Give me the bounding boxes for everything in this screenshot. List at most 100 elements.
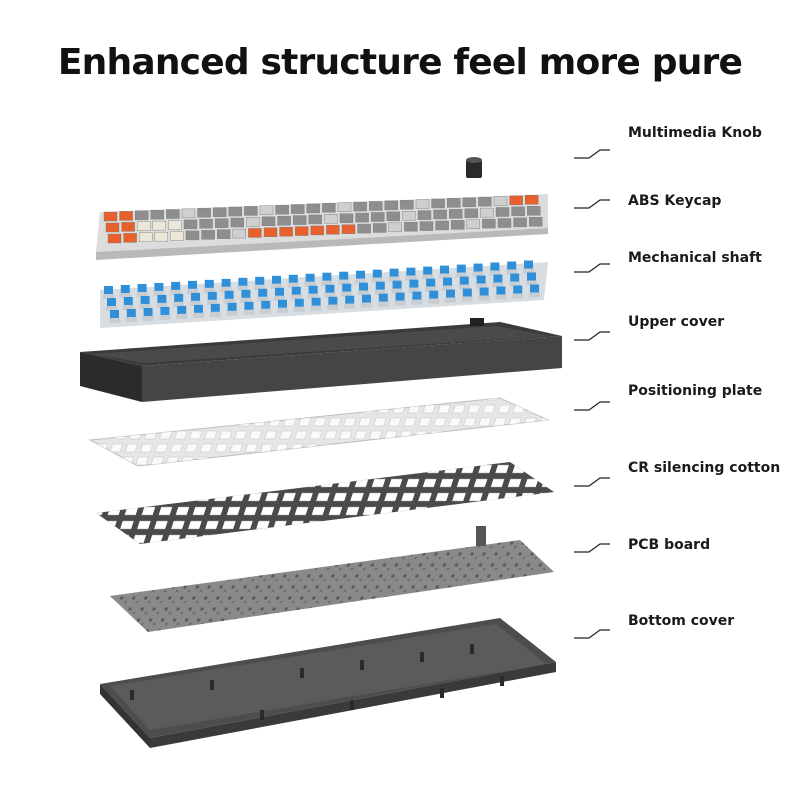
keycap xyxy=(103,211,118,222)
keycap xyxy=(248,228,262,238)
switch-housing xyxy=(193,312,204,318)
switch-housing xyxy=(394,300,406,306)
keycap xyxy=(230,217,245,228)
keycap xyxy=(107,233,122,244)
switch xyxy=(446,289,455,298)
keycap xyxy=(197,208,211,218)
switch-housing xyxy=(324,292,336,298)
switch xyxy=(322,272,332,281)
keycap xyxy=(513,217,527,228)
switch xyxy=(191,292,200,301)
switch xyxy=(241,289,251,298)
switch-housing xyxy=(526,280,537,286)
mounting-post xyxy=(210,680,214,690)
keycap xyxy=(166,209,180,219)
switch xyxy=(137,283,147,292)
keycap xyxy=(415,199,430,209)
keycap xyxy=(170,231,184,241)
leader-line xyxy=(574,401,610,411)
switch-housing xyxy=(371,277,383,283)
switch-housing xyxy=(106,306,117,311)
mounting-post xyxy=(470,644,474,654)
keycap xyxy=(495,207,510,217)
label-cr-silencing-cotton: CR silencing cotton xyxy=(628,460,781,476)
leader-line xyxy=(574,331,610,341)
mounting-post xyxy=(440,688,444,698)
switch-housing xyxy=(341,291,353,297)
label-mechanical-shaft: Mechanical shaft xyxy=(628,250,762,266)
keycap xyxy=(201,230,215,240)
switch-housing xyxy=(226,310,238,316)
switch xyxy=(104,286,113,294)
upper-cover xyxy=(80,318,562,402)
keycap xyxy=(150,209,165,220)
switch-housing xyxy=(119,292,131,298)
label-abs-keycap: ABS Keycap xyxy=(628,193,722,209)
switch xyxy=(476,275,486,284)
switch-housing xyxy=(512,293,524,299)
switch xyxy=(507,261,517,270)
switch-housing xyxy=(277,307,288,313)
keycap xyxy=(152,220,167,231)
keycap xyxy=(324,214,338,224)
mounting-post xyxy=(500,676,504,686)
switch-housing xyxy=(187,288,198,294)
switch xyxy=(278,299,287,308)
switch xyxy=(194,304,203,313)
switch xyxy=(171,281,181,290)
keycap xyxy=(482,218,496,229)
keycap xyxy=(244,206,258,216)
switch xyxy=(473,263,483,272)
keycap xyxy=(355,212,369,223)
keycap xyxy=(451,220,465,230)
switch-housing xyxy=(529,292,540,298)
switch-housing xyxy=(287,282,299,288)
multimedia-knob xyxy=(466,157,482,178)
keycap xyxy=(214,218,229,228)
switch-housing xyxy=(506,269,518,275)
switch xyxy=(378,293,388,302)
switch xyxy=(143,307,153,316)
switch xyxy=(210,303,220,312)
switch-housing xyxy=(142,315,154,321)
keycap xyxy=(322,203,336,213)
switch-housing xyxy=(203,287,215,293)
keycap xyxy=(123,233,137,243)
switch-housing xyxy=(358,290,369,296)
switch-housing xyxy=(458,284,470,290)
switch-housing xyxy=(310,305,322,311)
keycap xyxy=(373,223,387,233)
keycap xyxy=(121,222,135,232)
switch-housing xyxy=(523,268,534,274)
keycap xyxy=(509,195,523,206)
switch-housing xyxy=(425,286,437,292)
keycap xyxy=(259,205,274,216)
keycap xyxy=(134,210,149,220)
keycap xyxy=(216,229,231,239)
keycap-layer xyxy=(96,194,548,260)
switch xyxy=(372,269,382,278)
label-positioning-plate: Positioning plate xyxy=(628,383,763,399)
keycap xyxy=(369,201,383,211)
switch xyxy=(110,310,119,318)
switch-housing xyxy=(338,279,350,285)
switch xyxy=(496,286,506,295)
keycap xyxy=(464,208,478,218)
switch xyxy=(308,285,318,294)
switch xyxy=(459,276,469,285)
switch-housing xyxy=(495,294,507,300)
keycap xyxy=(199,219,213,229)
switch-housing xyxy=(327,304,339,310)
switch xyxy=(255,276,265,285)
label-multimedia-knob: Multimedia Knob xyxy=(628,125,762,141)
switch-housing xyxy=(274,295,285,301)
keycap xyxy=(388,222,402,233)
switch-housing xyxy=(411,299,423,305)
switch xyxy=(227,302,237,311)
keycap xyxy=(431,198,445,209)
keycap xyxy=(357,223,371,234)
switch xyxy=(177,305,187,314)
mounting-post xyxy=(130,690,134,700)
switch xyxy=(325,284,335,293)
